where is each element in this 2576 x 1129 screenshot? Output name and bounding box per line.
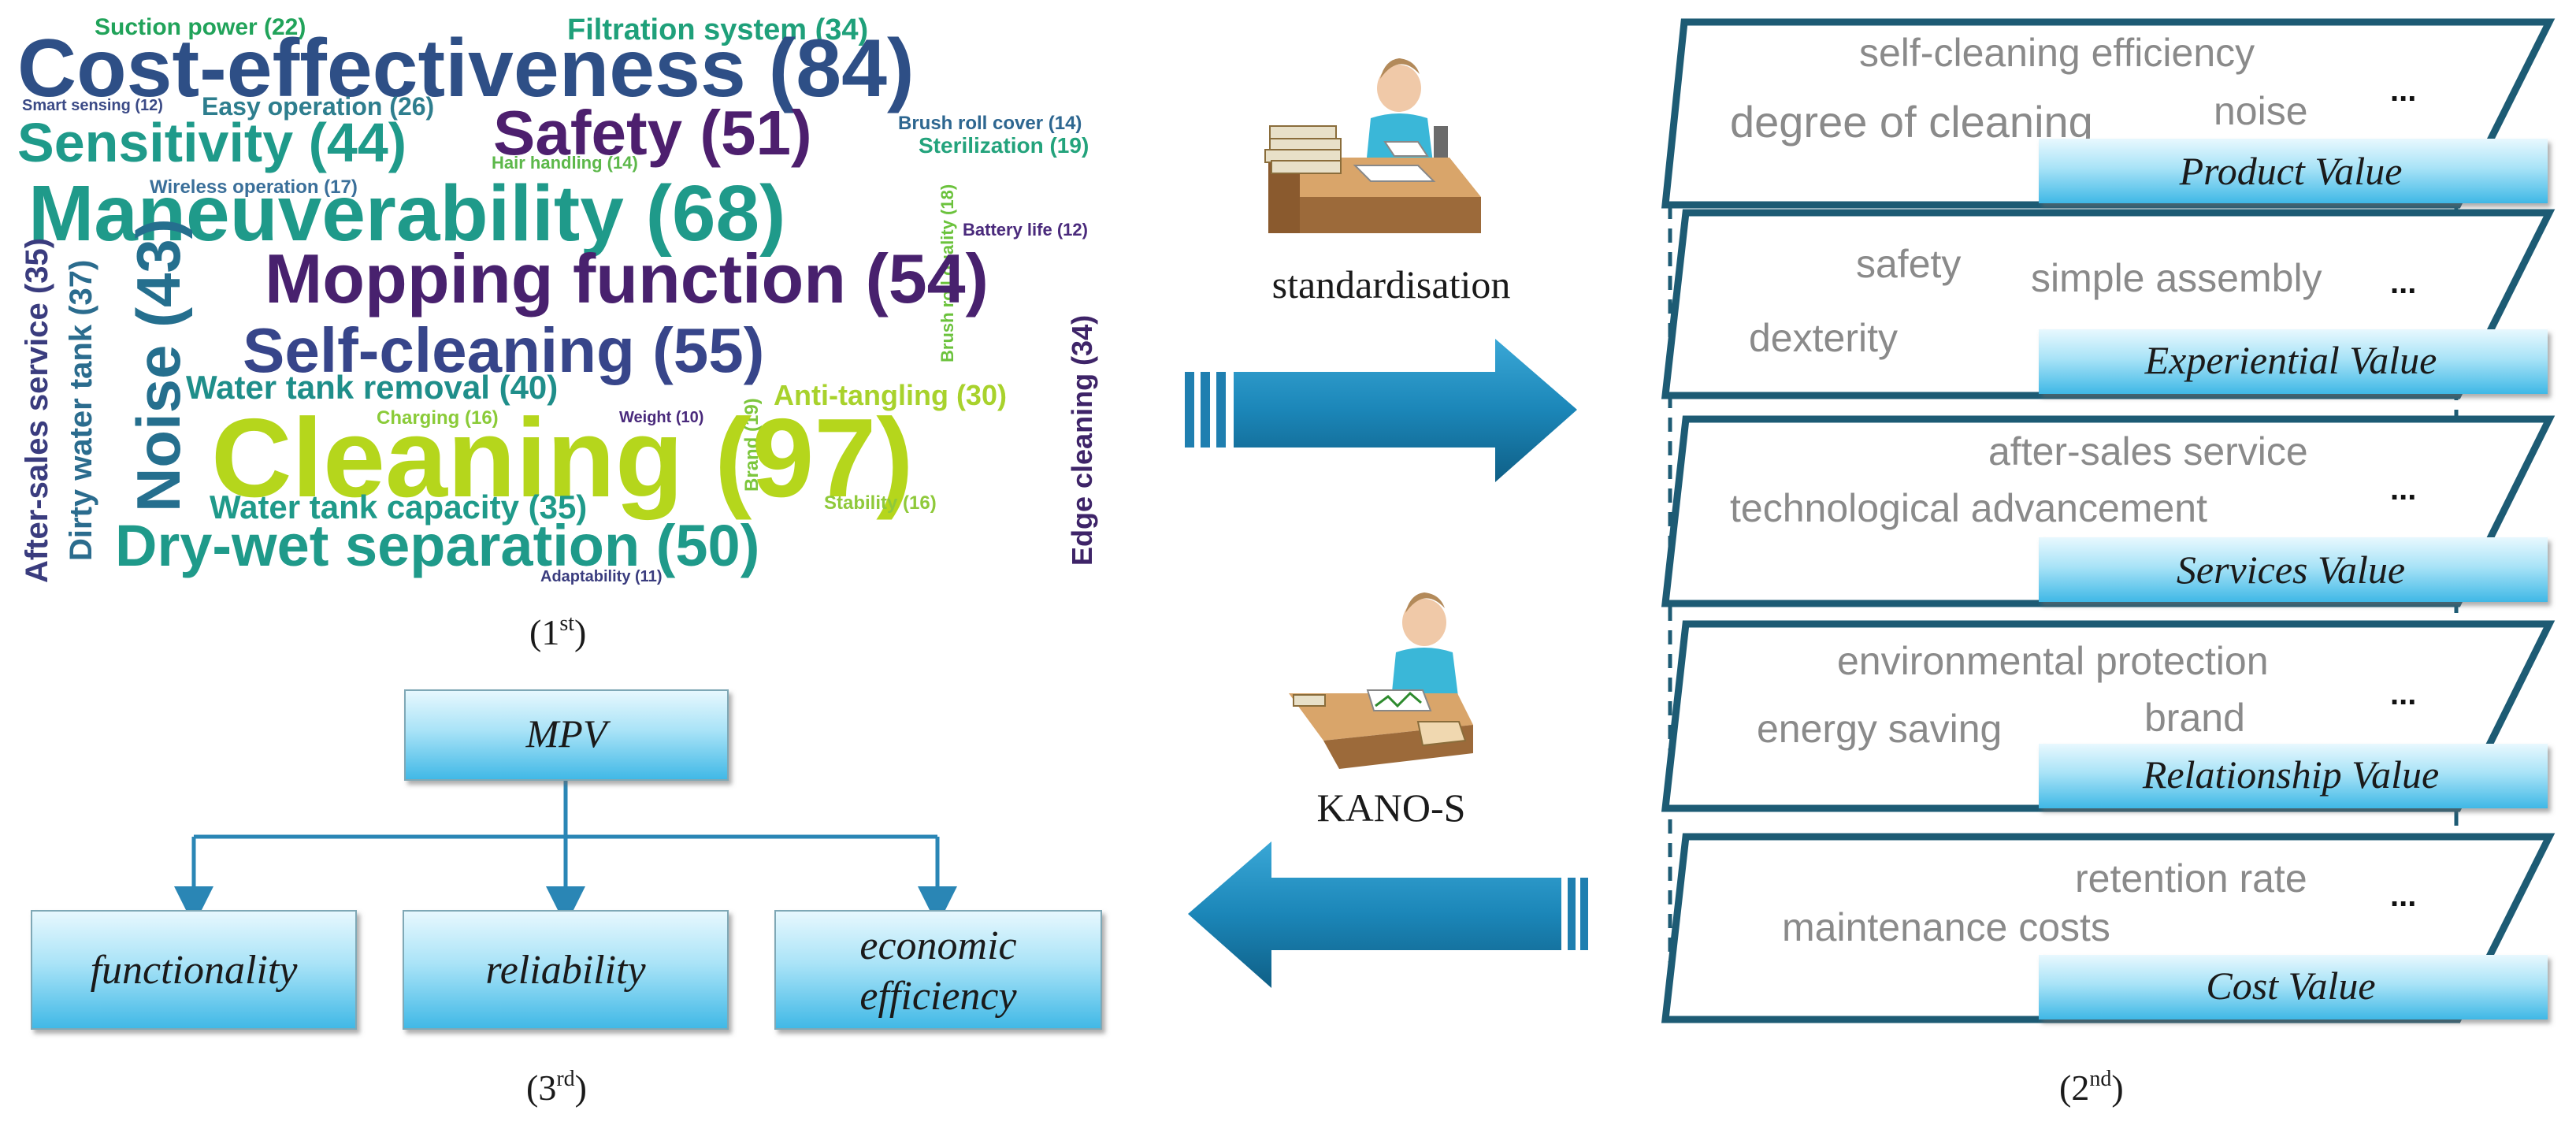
svg-text:(2nd): (2nd) (2059, 1067, 2124, 1108)
wc-word: Edge cleaning (34) (1066, 315, 1098, 566)
svg-text:Experiential Value: Experiential Value (2144, 338, 2437, 382)
svg-text:Relationship Value: Relationship Value (2142, 752, 2439, 797)
forward-arrow (1185, 339, 1577, 482)
svg-text:...: ... (2390, 677, 2416, 711)
layer-services: after-sales service technological advanc… (1661, 415, 2556, 607)
caption-first: (1st) (529, 611, 586, 652)
tree-child-label: economic efficiency (859, 923, 1017, 1019)
svg-text:safety: safety (1856, 242, 1961, 286)
wc-word: Adaptability (11) (540, 568, 662, 585)
wc-word: Stability (16) (824, 492, 937, 514)
layer-product: self-cleaning efficiency degree of clean… (1661, 18, 2556, 209)
svg-text:noise: noise (2214, 89, 2308, 133)
wc-word: Self-cleaning (55) (243, 315, 764, 385)
wc-word: Charging (16) (377, 407, 499, 429)
wc-word: Water tank removal (40) (186, 369, 558, 406)
person-books-icon (1264, 58, 1481, 233)
books (1264, 125, 1342, 174)
backward-arrow (1188, 841, 1588, 988)
svg-text:...: ... (2390, 878, 2416, 913)
wc-word: Brush roll cover (14) (898, 113, 1082, 134)
wc-word: Weight (10) (619, 409, 703, 426)
layer-cost: retention rate maintenance costs ... Cos… (1661, 833, 2556, 1023)
caption-third: (3rd) (526, 1067, 587, 1108)
svg-text:retention rate: retention rate (2075, 856, 2307, 901)
tree-child-label: reliability (485, 948, 646, 993)
word-cloud: Suction power (22) Filtration system (34… (17, 13, 1098, 585)
standardisation-label: standardisation (1272, 262, 1511, 306)
svg-text:environmental protection: environmental protection (1837, 639, 2269, 683)
wc-word: Mopping function (54) (265, 240, 989, 318)
svg-text:after-sales service: after-sales service (1988, 429, 2308, 474)
wc-word: After-sales service (35) (20, 238, 54, 583)
svg-text:maintenance costs: maintenance costs (1782, 905, 2110, 949)
svg-text:simple assembly: simple assembly (2031, 256, 2322, 300)
svg-text:...: ... (2390, 472, 2416, 507)
svg-text:...: ... (2390, 266, 2416, 300)
svg-text:energy saving: energy saving (1757, 707, 2002, 751)
wc-word: Smart sensing (12) (22, 97, 163, 114)
wc-word: Battery life (12) (963, 220, 1088, 240)
tree-child-functionality: functionality (31, 910, 357, 1030)
svg-text:(1st): (1st) (529, 611, 586, 652)
wc-word: Brand (19) (741, 398, 763, 492)
wc-word: Brush roll quality (18) (937, 184, 957, 362)
mpv-tree: MPV functionality reliability economic e… (31, 689, 1102, 1030)
person-analysis-icon (1289, 592, 1473, 769)
wc-word: Dry-wet separation (50) (115, 513, 759, 578)
wc-word: Noise (43) (124, 218, 193, 512)
caption-second: (2nd) (2059, 1067, 2124, 1108)
svg-text:Cost Value: Cost Value (2206, 964, 2375, 1008)
tree-child-economic: economic efficiency (774, 910, 1102, 1030)
tree-child-reliability: reliability (403, 910, 729, 1030)
svg-text:technological advancement: technological advancement (1730, 486, 2207, 530)
svg-text:dexterity: dexterity (1749, 316, 1898, 360)
wc-word: Sterilization (19) (919, 133, 1089, 158)
wc-word: Sensitivity (44) (17, 112, 406, 173)
wc-word: Maneuverability (68) (28, 169, 785, 258)
wc-word: Cleaning (97) (211, 396, 914, 521)
wc-word: Dirty water tank (37) (64, 260, 98, 561)
tree-connectors (174, 780, 957, 926)
layer-experiential: safety simple assembly dexterity ... Exp… (1661, 209, 2556, 399)
svg-text:brand: brand (2144, 696, 2245, 740)
wc-word: Anti-tangling (30) (774, 379, 1007, 411)
wc-word: Suction power (22) (95, 14, 306, 40)
wc-word: Hair handling (14) (492, 153, 638, 173)
wc-word: Water tank capacity (35) (210, 488, 587, 526)
value-layers: self-cleaning efficiency degree of clean… (1661, 18, 2556, 1023)
svg-text:Services Value: Services Value (2177, 548, 2405, 592)
svg-text:...: ... (2390, 73, 2416, 108)
svg-text:degree of cleaning: degree of cleaning (1730, 97, 2093, 147)
layer-relationship: environmental protection brand energy sa… (1661, 620, 2556, 812)
wc-word: Easy operation (26) (202, 92, 434, 121)
tree-child-label: functionality (91, 948, 299, 993)
tree-root-box: MPV (404, 689, 729, 781)
svg-text:self-cleaning efficiency: self-cleaning efficiency (1859, 31, 2255, 75)
wc-word: Cost-effectiveness (84) (17, 23, 915, 114)
wc-word: Filtration system (34) (567, 13, 868, 46)
wc-word: Safety (51) (493, 98, 812, 168)
svg-text:Product Value: Product Value (2179, 149, 2403, 193)
tree-root-label: MPV (525, 711, 611, 756)
wc-word: Wireless operation (17) (150, 176, 358, 198)
kano-label: KANO-S (1317, 785, 1466, 830)
svg-text:(3rd): (3rd) (526, 1067, 587, 1108)
